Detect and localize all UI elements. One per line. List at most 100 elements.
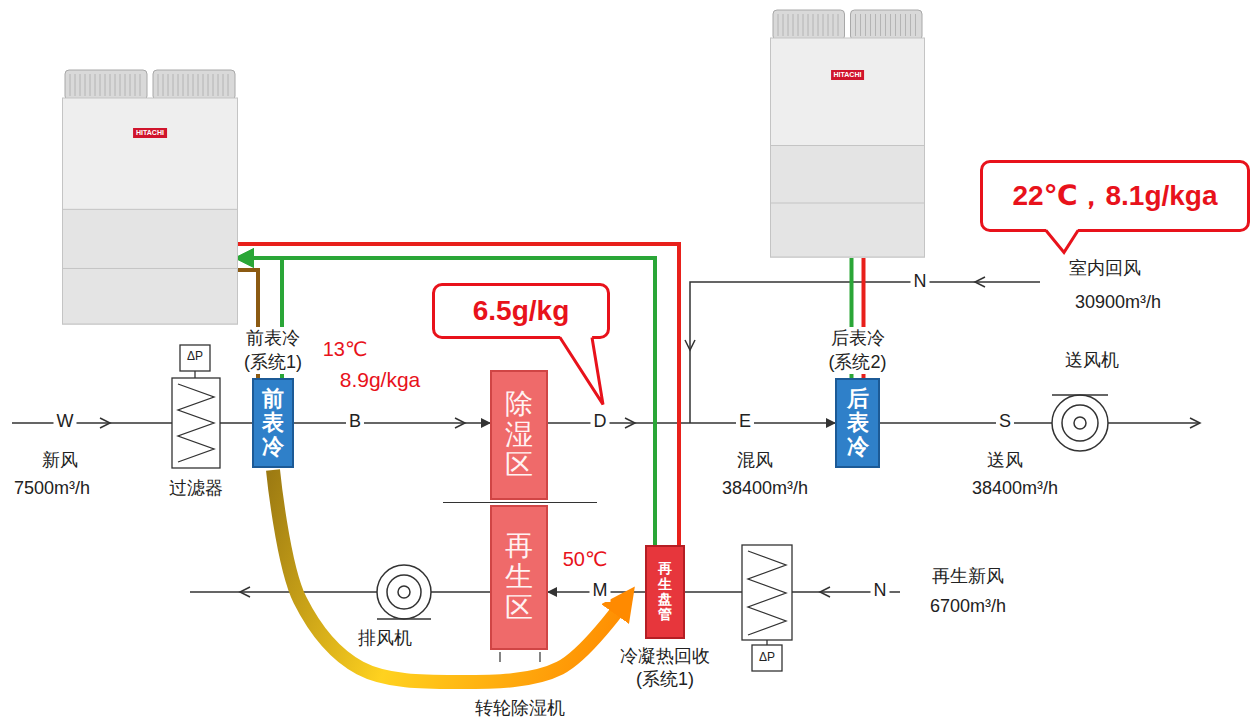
callout-pointer — [560, 336, 603, 404]
callout-pointer — [1046, 229, 1078, 252]
outdoor-unit-drawing — [90, 74, 91, 96]
node-label: 除湿区 — [505, 389, 533, 481]
node-label: 再生盘管 — [658, 561, 672, 623]
outdoor-unit-drawing — [915, 14, 916, 36]
fan-symbol — [1052, 395, 1108, 451]
filter — [742, 545, 792, 671]
node-heading: 后表冷 (系统2) — [825, 327, 891, 374]
filter — [748, 551, 786, 635]
node-label: 前表冷 — [262, 387, 284, 460]
flow-point-letter: M — [590, 580, 611, 602]
outdoor-unit-drawing — [890, 14, 891, 36]
connector-group — [238, 244, 864, 682]
wheel-divider — [443, 502, 597, 503]
node-label: 再生区 — [505, 531, 533, 623]
outdoor-unit-drawing — [140, 74, 141, 96]
regeneration-zone: 再生区 — [490, 505, 548, 650]
fan-symbol — [1052, 395, 1108, 451]
duct-lines — [12, 277, 1200, 597]
flow-point-letter: B — [346, 411, 364, 433]
outdoor-unit-drawing — [65, 70, 147, 100]
flow-point-letter: D — [591, 411, 610, 433]
outdoor-unit-drawing — [823, 14, 824, 36]
outdoor-unit-drawing — [130, 74, 131, 96]
outdoor-unit-drawing — [910, 14, 911, 36]
outdoor-unit-drawing — [875, 14, 876, 36]
outdoor-unit-drawing — [218, 74, 219, 96]
outdoor-unit-drawing — [880, 14, 881, 36]
humidity-value: 8.9g/kga — [340, 367, 421, 392]
outdoor-unit-drawing — [228, 74, 229, 96]
outdoor-unit-drawing — [193, 74, 194, 96]
node-heading: 前表冷 (系统1) — [240, 327, 306, 374]
fan-symbol — [377, 565, 431, 619]
pressure-gauge-label: ΔP — [187, 349, 203, 363]
filter — [194, 371, 195, 378]
component-label: 转轮除湿机 — [475, 698, 565, 720]
node-label: 6.5g/kg — [449, 294, 593, 328]
outdoor-unit-drawing — [62, 268, 238, 269]
flow-rate: 7500m³/h — [14, 478, 90, 500]
outdoor-unit-drawing — [203, 74, 204, 96]
cooling-coil: 前表冷前表冷 (系统1) — [252, 378, 294, 468]
wheel-divider — [500, 652, 540, 662]
outdoor-unit-drawing — [188, 74, 189, 96]
outdoor-unit-drawing — [895, 14, 896, 36]
flow-rate: 38400m³/h — [972, 478, 1058, 500]
flow-point-letter: S — [996, 411, 1014, 433]
fan-symbol — [387, 575, 421, 609]
outdoor-unit-drawing — [860, 14, 861, 36]
outdoor-unit: HITACHI — [770, 8, 925, 258]
outdoor-unit-drawing — [198, 74, 199, 96]
fan-symbol — [377, 618, 431, 620]
temperature-value: 13℃ — [323, 337, 368, 361]
outdoor-unit-drawing — [183, 74, 184, 96]
outdoor-unit-drawing — [95, 74, 96, 96]
outdoor-unit-drawing — [125, 74, 126, 96]
filter — [180, 345, 210, 371]
outdoor-unit-drawing — [870, 14, 871, 36]
outdoor-unit-drawing — [770, 8, 925, 258]
fan-symbol — [377, 565, 431, 619]
outdoor-unit-drawing — [818, 14, 819, 36]
outdoor-unit-drawing — [793, 14, 794, 36]
outdoor-unit-drawing — [80, 74, 81, 96]
component-label: 送风机 — [1065, 350, 1119, 372]
outdoor-unit-drawing — [770, 203, 925, 204]
flow-point-letter: E — [736, 411, 754, 433]
outdoor-unit-drawing — [833, 14, 834, 36]
callout-box: 22℃，8.1g/kga — [980, 160, 1250, 232]
filter — [172, 378, 220, 468]
outdoor-unit-drawing — [783, 14, 784, 36]
outdoor-unit-drawing — [788, 14, 789, 36]
outdoor-unit-drawing — [213, 74, 214, 96]
outdoor-unit-drawing — [900, 14, 901, 36]
wheel-divider — [443, 503, 597, 663]
fan-symbol — [1052, 394, 1108, 396]
stream-name: 再生新风 — [932, 566, 1004, 588]
callout-pointer — [560, 337, 603, 404]
outdoor-unit-drawing — [865, 14, 866, 36]
outdoor-unit-drawing — [771, 146, 925, 258]
outdoor-unit-drawing — [173, 74, 174, 96]
outdoor-unit-drawing — [110, 74, 111, 96]
outdoor-unit-drawing — [885, 14, 886, 36]
dehumidify-zone: 除湿区 — [490, 370, 548, 500]
flow-point-letter: N — [911, 271, 930, 293]
outdoor-unit-drawing — [178, 74, 179, 96]
component-label: 排风机 — [358, 628, 412, 650]
outdoor-unit-drawing — [63, 209, 238, 324]
stream-name: 室内回风 — [1069, 258, 1141, 280]
outdoor-unit-drawing — [115, 74, 116, 96]
outdoor-unit-drawing — [135, 74, 136, 96]
node-label: 后表冷 — [847, 387, 869, 460]
outdoor-unit-drawing — [813, 14, 814, 36]
outdoor-unit-drawing — [168, 74, 169, 96]
cooling-coil: 后表冷后表冷 (系统2) — [835, 378, 880, 468]
outdoor-unit-drawing — [62, 68, 238, 325]
outdoor-unit-drawing — [153, 70, 235, 100]
outdoor-unit-drawing — [803, 14, 804, 36]
outdoor-unit-drawing — [798, 14, 799, 36]
filter — [172, 345, 220, 468]
outdoor-unit-drawing — [105, 74, 106, 96]
